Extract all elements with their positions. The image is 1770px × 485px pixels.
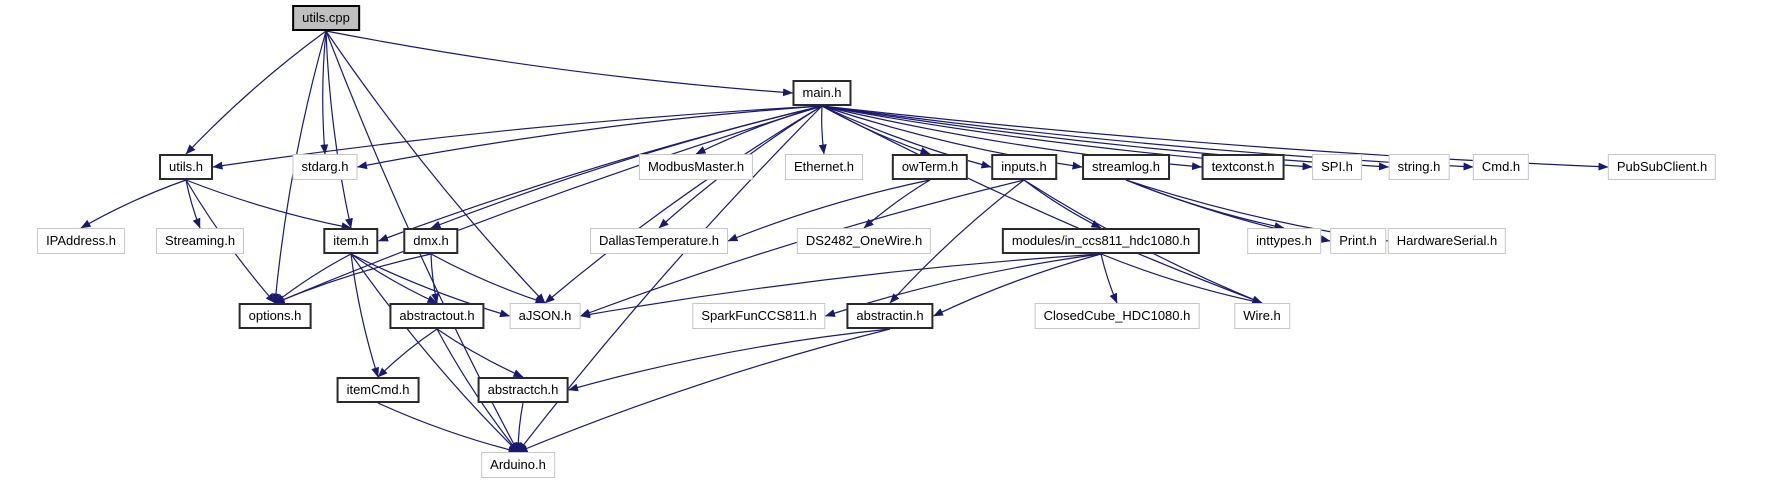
edge-item-h-to-ajson-h: [350, 253, 510, 318]
edge-main-h-to-cmd-h: [821, 105, 1474, 171]
node-item-h[interactable]: item.h: [323, 228, 379, 254]
edge-main-h-to-ajson-h: [544, 105, 823, 304]
edge-utils-h-to-streaming-h: [185, 179, 201, 229]
node-closedcube-hdc1080-h: ClosedCube_HDC1080.h: [1034, 303, 1200, 329]
node-string-h: string.h: [1388, 154, 1450, 180]
edge-main-h-to-options-h: [274, 105, 823, 304]
edge-abstractout-h-to-arduino-h: [436, 328, 519, 453]
node-abstractch-h[interactable]: abstractch.h: [477, 377, 569, 403]
edge-main-h-to-ethernet-h: [818, 105, 827, 155]
edge-abstractin-h-to-abstractch-h: [568, 328, 891, 392]
edge-inputs-h-to-modules-in-ccs811-hdc1080-h: [1023, 179, 1102, 229]
edge-utils-cpp-to-item-h: [325, 30, 353, 229]
node-hardwareserial-h: HardwareSerial.h: [1387, 228, 1507, 254]
edge-dmx-h-to-ajson-h: [430, 253, 546, 304]
node-spi-h: SPI.h: [1312, 154, 1362, 180]
edge-abstractout-h-to-itemcmd-h: [377, 328, 438, 378]
node-textconst-h[interactable]: textconst.h: [1201, 154, 1285, 180]
edge-dmx-h-to-options-h: [274, 253, 432, 304]
edge-main-h-to-dmx-h: [430, 105, 823, 229]
node-dmx-h[interactable]: dmx.h: [403, 228, 459, 254]
node-sparkfunccs811-h: SparkFunCCS811.h: [692, 303, 826, 329]
node-modbusmaster-h: ModbusMaster.h: [638, 154, 754, 180]
node-stdarg-h: stdarg.h: [292, 154, 358, 180]
edge-inputs-h-to-abstractin-h: [889, 179, 1025, 304]
node-utils-cpp[interactable]: utils.cpp: [292, 5, 360, 31]
edge-abstractout-h-to-abstractch-h: [436, 328, 524, 378]
edge-item-h-to-arduino-h: [350, 253, 519, 453]
edge-utils-h-to-item-h: [185, 179, 352, 231]
edge-modules-in-ccs811-hdc1080-h-to-wire-h: [1100, 253, 1263, 305]
node-print-h: Print.h: [1330, 228, 1386, 254]
node-options-h[interactable]: options.h: [238, 303, 312, 329]
edge-owterm-h-to-dallastemperature-h: [727, 179, 931, 242]
edge-itemcmd-h-to-arduino-h: [377, 402, 519, 454]
edge-item-h-to-abstractout-h: [350, 253, 438, 304]
node-cmd-h: Cmd.h: [1472, 154, 1530, 180]
edge-modules-in-ccs811-hdc1080-h-to-closedcube-hdc1080-h: [1100, 253, 1118, 304]
node-ds2482-onewire-h: DS2482_OneWire.h: [796, 228, 932, 254]
edge-utils-cpp-to-ajson-h: [325, 30, 546, 304]
node-streaming-h: Streaming.h: [155, 228, 245, 254]
edge-main-h-to-stdarg-h: [357, 105, 823, 170]
edge-item-h-to-itemcmd-h: [350, 253, 379, 378]
node-ajson-h: aJSON.h: [509, 303, 581, 329]
node-wire-h: Wire.h: [1234, 303, 1290, 329]
node-itemcmd-h[interactable]: itemCmd.h: [336, 377, 420, 403]
edge-utils-cpp-to-utils-h: [185, 30, 327, 155]
node-inputs-h[interactable]: inputs.h: [991, 154, 1057, 180]
edge-utils-h-to-ipaddress-h: [80, 179, 187, 229]
edge-main-h-to-wire-h: [821, 105, 1263, 304]
edge-main-h-to-string-h: [821, 105, 1389, 171]
node-utils-h[interactable]: utils.h: [159, 154, 213, 180]
edge-owterm-h-to-ds2482-onewire-h: [863, 179, 931, 229]
node-arduino-h: Arduino.h: [481, 452, 555, 478]
node-pubsubclient-h: PubSubClient.h: [1607, 154, 1717, 180]
edge-utils-cpp-to-main-h: [325, 30, 793, 97]
node-modules-in-ccs811-hdc1080-h[interactable]: modules/in_ccs811_hdc1080.h: [1001, 228, 1201, 254]
node-ipaddress-h: IPAddress.h: [37, 228, 125, 254]
node-streamlog-h[interactable]: streamlog.h: [1082, 154, 1170, 180]
edge-abstractch-h-to-arduino-h: [514, 402, 524, 453]
node-abstractin-h[interactable]: abstractin.h: [846, 303, 934, 329]
node-abstractout-h[interactable]: abstractout.h: [389, 303, 485, 329]
edge-modules-in-ccs811-hdc1080-h-to-ajson-h: [580, 253, 1102, 319]
edge-modules-in-ccs811-hdc1080-h-to-abstractin-h: [933, 253, 1102, 317]
edge-dmx-h-to-abstractout-h: [430, 253, 439, 304]
node-ethernet-h: Ethernet.h: [785, 154, 863, 180]
edge-abstractin-h-to-arduino-h: [517, 328, 891, 453]
node-dallastemperature-h: DallasTemperature.h: [590, 228, 728, 254]
node-owterm-h[interactable]: owTerm.h: [891, 154, 969, 180]
edge-utils-cpp-to-stdarg-h: [320, 30, 329, 155]
edge-main-h-to-inputs-h: [821, 105, 992, 169]
node-inttypes-h: inttypes.h: [1247, 228, 1321, 254]
node-main-h[interactable]: main.h: [792, 80, 852, 106]
